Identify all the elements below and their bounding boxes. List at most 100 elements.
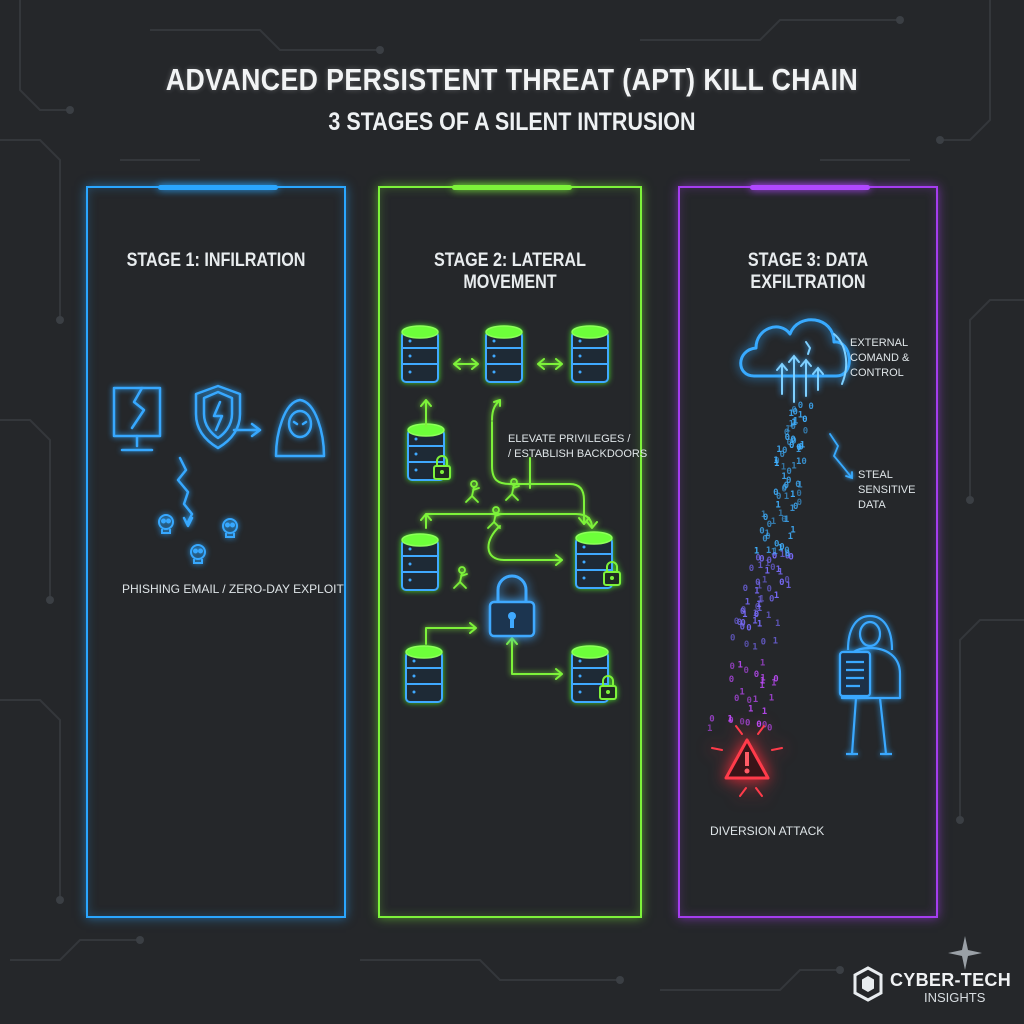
svg-text:1: 1 [773,636,778,646]
svg-text:0: 0 [762,535,767,545]
svg-text:1: 1 [748,705,753,715]
svg-text:0: 0 [734,694,739,704]
svg-text:1: 1 [796,457,801,467]
svg-text:0: 0 [740,618,745,628]
warning-triangle-icon [711,725,783,797]
c2-label-3: CONTROL [850,367,904,379]
svg-text:1: 1 [760,658,765,668]
svg-text:0: 0 [785,550,790,560]
c2-label-2: COMAND & [850,352,910,364]
svg-text:1: 1 [790,490,795,500]
svg-text:0: 0 [746,623,751,633]
svg-text:1: 1 [762,707,767,717]
svg-text:1: 1 [776,565,781,575]
svg-text:0: 0 [798,442,803,452]
svg-text:0: 0 [730,662,735,672]
svg-text:1: 1 [754,546,759,556]
svg-text:0: 0 [795,480,800,490]
svg-text:0: 0 [786,467,791,477]
svg-text:0: 0 [788,552,793,562]
stage-2-privileges-label-2: / ESTABLISH BACKDOORS [508,448,648,460]
svg-text:0: 0 [745,718,750,728]
stage-2-privileges-label-1: ELEVATE PRIVILEGES / [508,433,631,445]
svg-text:0: 0 [774,457,779,467]
svg-text:0: 0 [754,610,759,620]
svg-text:0: 0 [709,715,714,725]
svg-text:1: 1 [754,586,759,596]
svg-text:1: 1 [796,445,801,455]
database-server-icon [571,325,609,383]
svg-text:0: 0 [767,556,772,566]
svg-text:0: 0 [755,554,760,564]
svg-text:1: 1 [778,568,783,578]
svg-text:0: 0 [772,552,777,562]
svg-text:0: 0 [770,563,775,573]
svg-text:0: 0 [749,564,754,574]
brand-logo-icon [853,966,883,1002]
svg-text:1: 1 [753,609,758,619]
svg-text:1: 1 [792,418,797,428]
stage-2-title: STAGE 2: LATERAL MOVEMENT [434,250,586,293]
svg-text:0: 0 [779,543,784,553]
svg-text:0: 0 [773,488,778,498]
svg-text:1: 1 [789,409,794,419]
svg-text:0: 0 [773,675,778,685]
steal-label-1: STEAL [858,469,893,481]
svg-text:0: 0 [789,441,794,451]
svg-text:1: 1 [739,687,744,697]
svg-text:1: 1 [773,456,778,466]
lightning-bolt-icon [176,456,194,528]
svg-text:0: 0 [791,422,796,432]
stage-2-tab [452,185,572,190]
stage-1-vector-label: PHISHING EMAIL / ZERO-DAY EXPLOIT [122,582,344,596]
svg-text:0: 0 [791,436,796,446]
svg-text:1: 1 [775,501,780,511]
svg-text:0: 0 [779,578,784,588]
svg-text:1: 1 [800,440,805,450]
svg-text:1: 1 [771,547,776,557]
stage-3-title: STAGE 3: DATA EXFILTRATION [747,250,869,293]
svg-text:1: 1 [745,598,750,608]
stage-2-panel: STAGE 2: LATERAL MOVEMENT [378,185,647,918]
svg-text:0: 0 [754,670,759,680]
svg-text:0: 0 [796,489,801,499]
svg-text:1: 1 [707,724,712,734]
svg-text:1: 1 [797,480,802,490]
brand-tagline: INSIGHTS [924,990,986,1005]
svg-text:1: 1 [742,610,747,620]
svg-text:1: 1 [762,575,767,585]
svg-text:0: 0 [796,443,801,453]
svg-text:1: 1 [757,620,762,630]
stage-2-illustration [401,325,621,703]
steal-label-2: SENSITIVE [858,484,916,496]
hooded-hacker-icon [274,398,326,458]
svg-text:1: 1 [785,424,790,434]
svg-text:1: 1 [738,660,743,670]
database-server-icon [485,325,523,383]
svg-text:0: 0 [790,435,795,445]
svg-text:1: 1 [769,694,774,704]
stage-1-illustration [112,384,326,564]
svg-text:1: 1 [760,674,765,684]
svg-text:1: 1 [791,418,796,428]
svg-text:1: 1 [752,616,757,626]
svg-text:0: 0 [744,640,749,650]
svg-text:1: 1 [790,526,795,536]
svg-text:0: 0 [744,666,749,676]
hooded-hacker-icon [838,614,902,756]
svg-text:0: 0 [798,401,803,411]
svg-text:0: 0 [797,498,802,508]
svg-text:1: 1 [776,445,781,455]
svg-text:1: 1 [771,517,776,527]
svg-text:1: 1 [786,581,791,591]
svg-text:1: 1 [798,411,803,421]
svg-text:1: 1 [757,582,762,592]
svg-text:1: 1 [784,515,789,525]
svg-text:0: 0 [801,457,806,467]
svg-text:1: 1 [757,596,762,606]
page-title: ADVANCED PERSISTENT THREAT (APT) KILL CH… [165,62,859,97]
database-server-icon [405,645,443,703]
svg-text:0: 0 [737,618,742,628]
